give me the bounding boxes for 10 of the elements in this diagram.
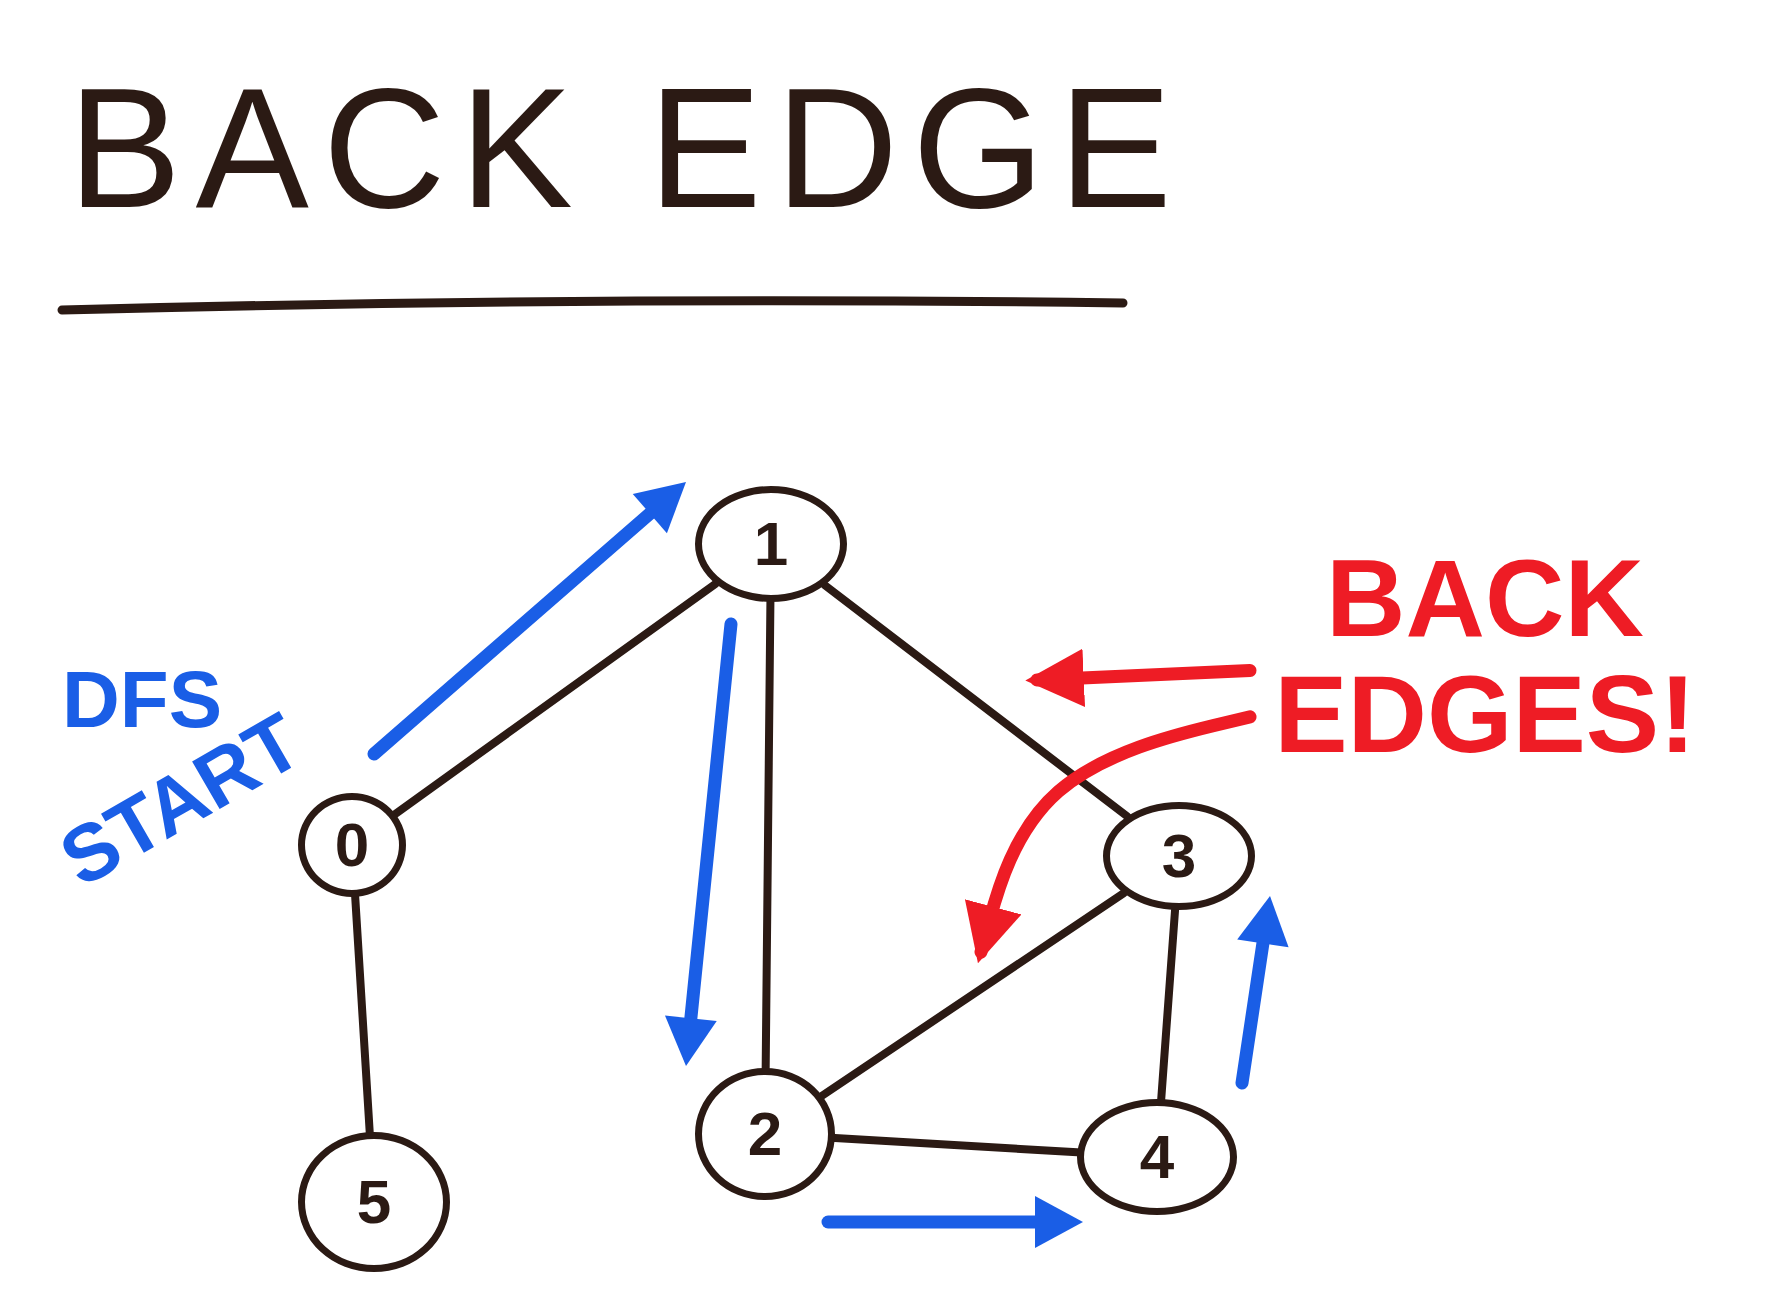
leader-arrow <box>964 710 1257 964</box>
annotation-text: BACK EDGES! <box>1250 540 1720 771</box>
node-label: 5 <box>356 1171 392 1233</box>
node-label: 2 <box>747 1103 783 1165</box>
node-label: 0 <box>334 814 370 876</box>
node-label: 1 <box>753 513 789 575</box>
node-label: 4 <box>1139 1126 1175 1188</box>
node-label: 3 <box>1161 825 1197 887</box>
leader-arrow <box>1025 648 1257 708</box>
title: BACK EDGE <box>68 55 1186 242</box>
